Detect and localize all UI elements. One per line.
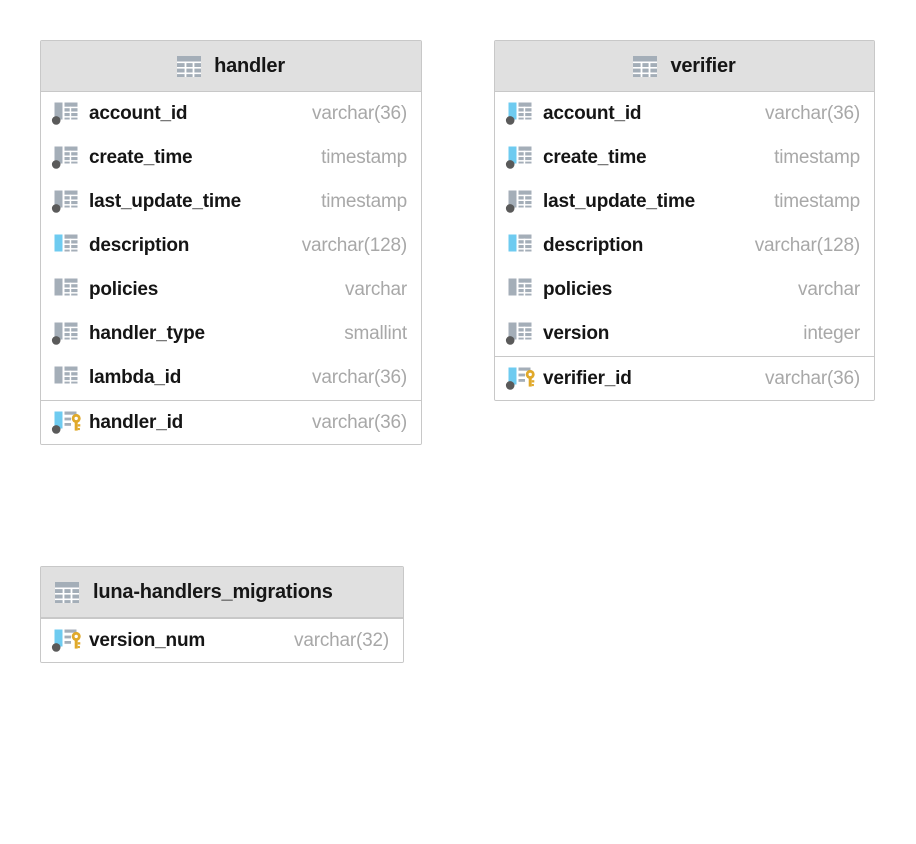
column-row[interactable]: create_time timestamp [41, 136, 421, 180]
column-name: description [89, 235, 190, 256]
column-list: account_id varchar(36) create_time timestam… [495, 92, 874, 400]
column-type: varchar(128) [301, 235, 408, 256]
column-row[interactable]: description varchar(128) [41, 224, 421, 268]
column-name: version [543, 323, 610, 344]
column-name: create_time [89, 147, 193, 168]
column-icon [505, 102, 532, 125]
column-name: last_update_time [543, 191, 696, 212]
column-type: varchar(36) [765, 103, 860, 124]
column-list: version_num varchar(32) [41, 618, 403, 662]
column-type: varchar(36) [312, 367, 407, 388]
column-type: varchar(36) [312, 411, 407, 433]
column-icon [51, 102, 78, 125]
primary-key-icon [51, 629, 81, 652]
column-type: timestamp [321, 191, 407, 212]
column-row-primary-key[interactable]: verifier_id varchar(36) [495, 356, 874, 400]
column-row[interactable]: policies varchar [41, 268, 421, 312]
table-card[interactable]: verifier account_id varchar(36) create_time… [494, 40, 875, 401]
column-type: varchar(36) [312, 103, 407, 124]
column-type: varchar(128) [754, 235, 861, 256]
column-type: varchar [798, 279, 860, 300]
column-icon [54, 366, 78, 384]
table-header[interactable]: luna-handlers_migrations [41, 567, 403, 618]
column-row[interactable]: create_time timestamp [495, 136, 874, 180]
column-type: varchar [345, 279, 407, 300]
column-icon [54, 234, 78, 252]
column-type: timestamp [774, 191, 860, 212]
column-name: policies [543, 279, 613, 300]
column-type: smallint [344, 323, 407, 344]
column-row[interactable]: last_update_time timestamp [41, 180, 421, 224]
column-name: handler_type [89, 323, 205, 344]
column-name: description [543, 235, 644, 256]
table-name: luna-handlers_migrations [93, 580, 333, 603]
column-name: account_id [543, 103, 642, 124]
column-row[interactable]: account_id varchar(36) [495, 92, 874, 136]
primary-key-icon [505, 367, 535, 390]
column-name: account_id [89, 103, 188, 124]
table-header[interactable]: verifier [495, 41, 874, 92]
column-icon [51, 146, 78, 169]
column-list: account_id varchar(36) create_time timestam… [41, 92, 421, 444]
primary-key-icon [51, 411, 81, 434]
column-row[interactable]: policies varchar [495, 268, 874, 312]
table-name: handler [214, 54, 285, 77]
column-icon [505, 322, 532, 345]
column-row[interactable]: account_id varchar(36) [41, 92, 421, 136]
table-header[interactable]: handler [41, 41, 421, 92]
column-icon [508, 234, 532, 252]
column-type: timestamp [321, 147, 407, 168]
column-name: last_update_time [89, 191, 242, 212]
column-row[interactable]: last_update_time timestamp [495, 180, 874, 224]
column-icon [505, 190, 532, 213]
column-icon [508, 278, 532, 296]
column-name: handler_id [89, 411, 184, 433]
table-card[interactable]: luna-handlers_migrations version_num varch… [40, 566, 404, 663]
column-row[interactable]: description varchar(128) [495, 224, 874, 268]
table-grid-icon [55, 581, 79, 603]
column-icon [51, 190, 78, 213]
column-row-primary-key[interactable]: handler_id varchar(36) [41, 400, 421, 444]
column-type: varchar(36) [765, 367, 860, 389]
column-icon [51, 322, 78, 345]
column-name: create_time [543, 147, 647, 168]
table-grid-icon [633, 55, 658, 77]
table-grid-icon [177, 55, 202, 77]
column-row[interactable]: handler_type smallint [41, 312, 421, 356]
column-type: timestamp [774, 147, 860, 168]
column-name: verifier_id [543, 367, 632, 389]
column-row[interactable]: lambda_id varchar(36) [41, 356, 421, 400]
column-type: integer [803, 323, 860, 344]
column-name: lambda_id [89, 367, 182, 388]
column-row[interactable]: version integer [495, 312, 874, 356]
column-type: varchar(32) [294, 629, 389, 651]
column-icon [505, 146, 532, 169]
column-icon [54, 278, 78, 296]
table-name: verifier [670, 54, 736, 77]
column-name: policies [89, 279, 159, 300]
column-row-primary-key[interactable]: version_num varchar(32) [41, 618, 403, 662]
column-name: version_num [89, 629, 206, 651]
